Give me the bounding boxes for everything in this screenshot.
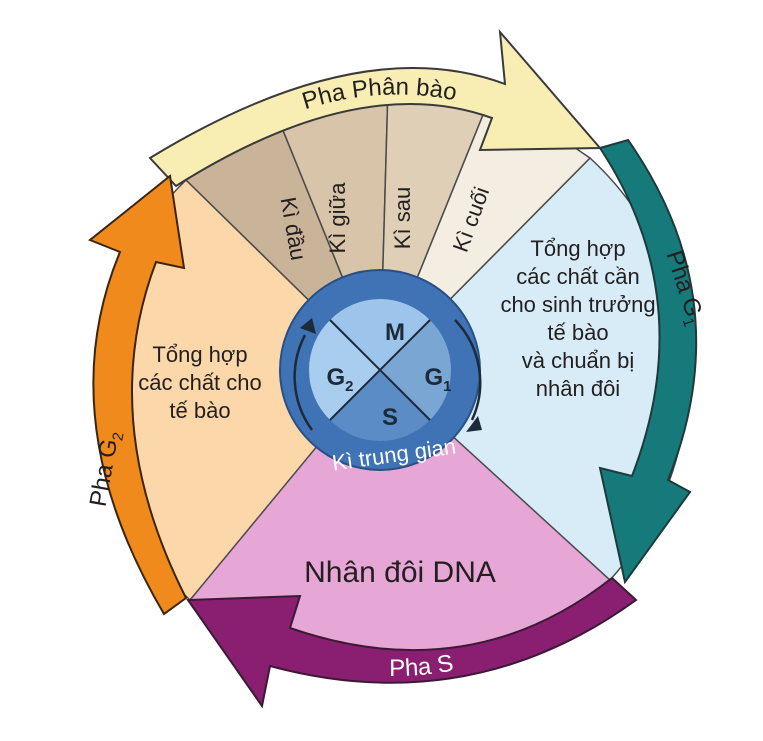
hub-arrowhead-right bbox=[466, 416, 482, 432]
svg-text:Tổng hợp: Tổng hợp bbox=[152, 342, 247, 367]
svg-text:nhân đôi: nhân đôi bbox=[536, 376, 620, 401]
g2-phase-arrow bbox=[88, 174, 188, 616]
hub-s-label: S bbox=[382, 404, 398, 431]
hub-g1-quadrant bbox=[380, 320, 452, 420]
anaphase-label: Kì sau bbox=[390, 187, 415, 249]
svg-text:và chuẩn bị: và chuẩn bị bbox=[522, 348, 635, 373]
hub-g2-quadrant bbox=[308, 320, 380, 420]
metaphase-label: Kì giữa bbox=[325, 182, 350, 254]
hub-g1-label: G1 bbox=[424, 364, 451, 395]
hub-arrow-right bbox=[454, 319, 482, 421]
hub-arrow-left bbox=[293, 334, 314, 431]
hub-g2-label: G2 bbox=[326, 364, 353, 395]
g1-phase-arrow bbox=[598, 138, 698, 585]
svg-text:các chất cho: các chất cho bbox=[138, 370, 262, 395]
hub-divider-2 bbox=[329, 319, 431, 421]
hub-s-quadrant bbox=[330, 370, 430, 442]
svg-text:tế bào: tế bào bbox=[169, 398, 230, 423]
hub-m-label: M bbox=[385, 319, 405, 346]
s-phase-arrow bbox=[186, 576, 638, 709]
hub-m-quadrant bbox=[330, 298, 430, 370]
hub-arrowhead-left bbox=[300, 318, 316, 334]
svg-text:tế bào: tế bào bbox=[547, 320, 608, 345]
g2-description: Tổng hợp các chất cho tế bào bbox=[138, 342, 262, 423]
g1-description: Tổng hợp các chất cần cho sinh trưởng tế… bbox=[500, 236, 655, 401]
s-description: Nhân đôi DNA bbox=[304, 556, 496, 589]
svg-text:các chất cần: các chất cần bbox=[516, 264, 640, 289]
svg-text:cho sinh trưởng: cho sinh trưởng bbox=[500, 292, 655, 317]
svg-text:Tổng hợp: Tổng hợp bbox=[530, 236, 625, 261]
